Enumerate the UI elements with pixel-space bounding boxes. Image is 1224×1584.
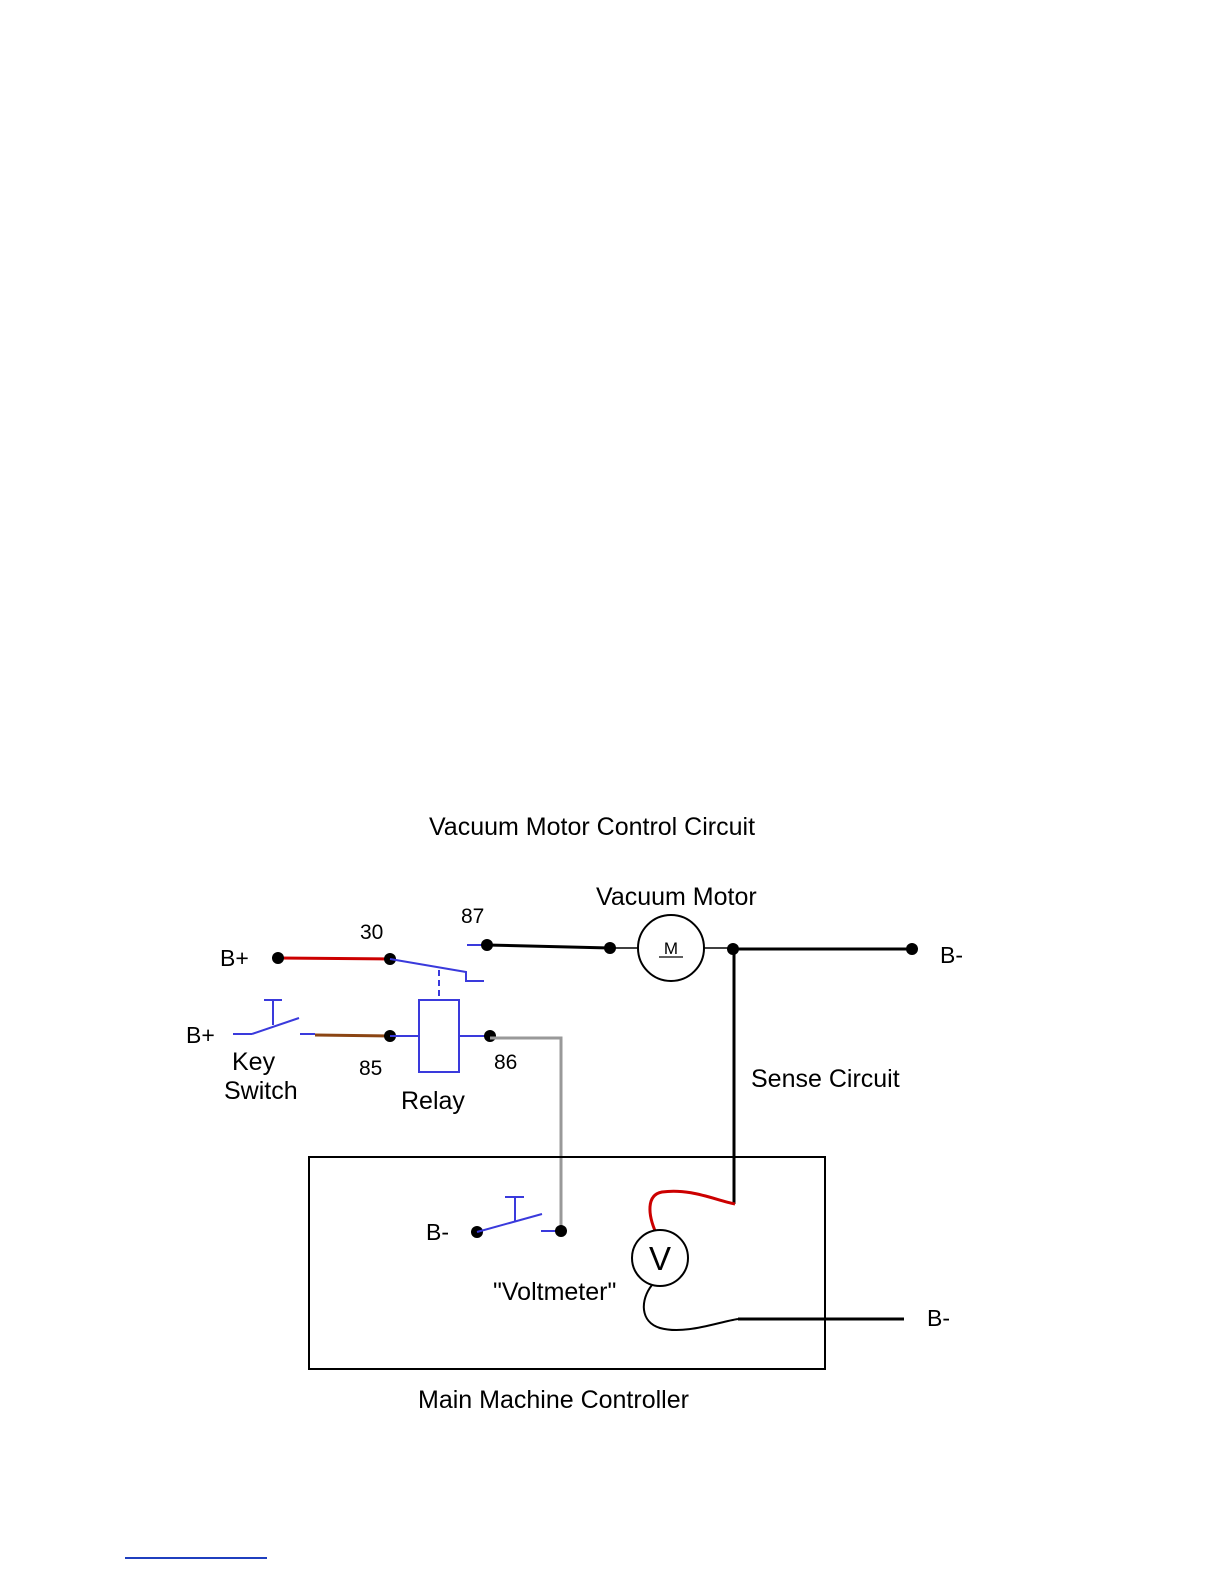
relay-contact-arm [390,959,484,981]
bplus-top-label: B+ [220,945,249,971]
key-to-85-wire [315,1035,390,1036]
key-switch-icon [233,1000,315,1034]
voltmeter-label: "Voltmeter" [493,1278,616,1306]
voltmeter-negative-lead [644,1285,738,1330]
switch-label: Switch [224,1077,298,1105]
terminal-86-dot [484,1030,496,1042]
bminus-right-label: B- [940,942,963,968]
motor-symbol: M [664,939,678,958]
terminal-86-label: 86 [494,1051,517,1074]
sense-circuit-label: Sense Circuit [751,1065,900,1093]
voltmeter-icon: V [632,1230,688,1286]
key-label: Key [232,1048,276,1076]
terminal-30-label: 30 [360,921,383,944]
controller-switch-dot [555,1225,567,1237]
footnote-separator [125,1557,267,1559]
bminus-controller-label: B- [426,1219,449,1245]
bplus-key-label: B+ [186,1022,215,1048]
bplus-top-terminal [272,952,284,964]
bminus-bottom-label: B- [927,1305,950,1331]
voltmeter-symbol: V [649,1240,671,1277]
relay-coil-icon [419,1000,459,1072]
bminus-right-terminal [906,943,918,955]
relay-label: Relay [401,1087,465,1115]
vacuum-motor-label: Vacuum Motor [596,883,757,911]
terminal-87-label: 87 [461,905,484,928]
vacuum-motor-icon: M [638,915,704,981]
terminal-85-label: 85 [359,1057,382,1080]
main-machine-controller-box [309,1157,825,1369]
wire-87-to-motor [487,945,610,948]
controller-caption: Main Machine Controller [418,1386,689,1414]
diagram-title: Vacuum Motor Control Circuit [429,813,755,841]
controller-switch-icon [477,1197,561,1232]
voltmeter-positive-lead [650,1191,735,1233]
bplus-to-30-wire [278,958,390,959]
